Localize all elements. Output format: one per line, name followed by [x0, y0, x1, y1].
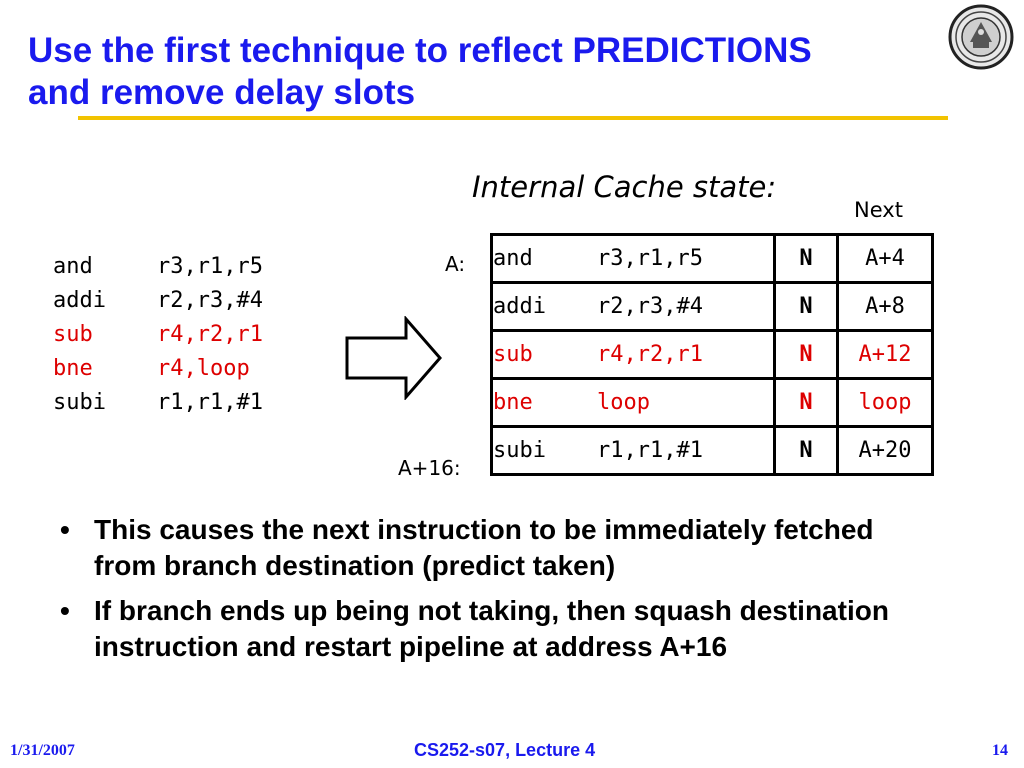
code-opcode: and	[53, 254, 93, 279]
code-operands: r4,loop	[157, 356, 250, 381]
cache-opcode: sub	[493, 342, 533, 367]
code-opcode: sub	[53, 322, 93, 347]
code-listing: and r3,r1,r5 addi r2,r3,#4 sub r4,r2,r1 bne r4,…	[53, 250, 263, 420]
code-opcode: subi	[53, 390, 106, 415]
cache-operands: r2,r3,#4	[597, 294, 703, 319]
code-operands: r4,r2,r1	[157, 322, 263, 347]
cache-operands: loop	[597, 390, 650, 415]
code-operands: r3,r1,r5	[157, 254, 263, 279]
cache-operands: r4,r2,r1	[597, 342, 703, 367]
code-line: sub r4,r2,r1	[53, 318, 263, 352]
address-label-a16: A+16:	[398, 456, 461, 480]
cache-prediction-bit: N	[773, 425, 839, 476]
bullet-item: • This causes the next instruction to be …	[58, 512, 938, 584]
address-label-a: A:	[445, 252, 466, 276]
code-operands: r2,r3,#4	[157, 288, 263, 313]
code-operands: r1,r1,#1	[157, 390, 263, 415]
cache-operands: r1,r1,#1	[597, 438, 703, 463]
next-column-label: Next	[854, 198, 903, 222]
bullet-text: This causes the next instruction to be i…	[94, 514, 874, 581]
code-line: and r3,r1,r5	[53, 250, 263, 284]
cache-prediction-bit: N	[773, 329, 839, 380]
cache-prediction-bit: N	[773, 233, 839, 284]
cache-opcode: subi	[493, 438, 546, 463]
code-line: addi r2,r3,#4	[53, 284, 263, 318]
cache-prediction-bit: N	[773, 377, 839, 428]
bullet-dot: •	[60, 514, 70, 545]
cache-opcode: bne	[493, 390, 533, 415]
code-line: bne r4,loop	[53, 352, 263, 386]
cache-next-address: A+20	[836, 425, 934, 476]
cache-next-address: A+4	[836, 233, 934, 284]
footer-date: 1/31/2007	[10, 742, 75, 759]
cache-instruction-cell: and r3,r1,r5	[490, 233, 776, 284]
footer-page-number: 14	[992, 742, 1008, 759]
slide-title: Use the first technique to reflect PREDI…	[28, 30, 928, 114]
code-opcode: bne	[53, 356, 93, 381]
bullet-text: If branch ends up being not taking, then…	[94, 595, 889, 662]
university-seal-icon	[948, 4, 1014, 70]
cache-instruction-cell: sub r4,r2,r1	[490, 329, 776, 380]
footer-course: CS252-s07, Lecture 4	[414, 740, 596, 760]
title-underline	[78, 116, 948, 120]
cache-operands: r3,r1,r5	[597, 246, 703, 271]
cache-next-address: A+12	[836, 329, 934, 380]
cache-next-address: loop	[836, 377, 934, 428]
title-line-1: Use the first technique to reflect PREDI…	[28, 31, 812, 70]
bullet-item: • If branch ends up being not taking, the…	[58, 593, 938, 665]
title-line-2: and remove delay slots	[28, 73, 416, 112]
code-opcode: addi	[53, 288, 106, 313]
cache-state-heading: Internal Cache state:	[472, 170, 777, 204]
cache-opcode: and	[493, 246, 533, 271]
cache-instruction-cell: addi r2,r3,#4	[490, 281, 776, 332]
cache-instruction-cell: bne loop	[490, 377, 776, 428]
cache-opcode: addi	[493, 294, 546, 319]
cache-next-address: A+8	[836, 281, 934, 332]
right-arrow-icon	[345, 316, 442, 400]
cache-instruction-cell: subi r1,r1,#1	[490, 425, 776, 476]
bullet-list: • This causes the next instruction to be …	[58, 512, 938, 674]
code-line: subi r1,r1,#1	[53, 386, 263, 420]
bullet-dot: •	[60, 595, 70, 626]
cache-prediction-bit: N	[773, 281, 839, 332]
